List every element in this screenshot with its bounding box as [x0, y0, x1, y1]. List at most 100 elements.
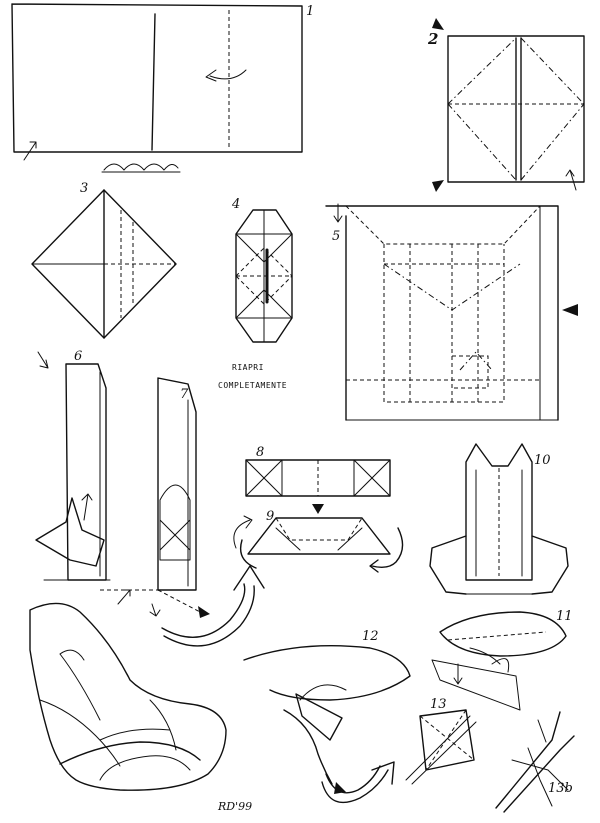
- arrow-head-icon: [371, 761, 395, 785]
- frog-body: [29, 602, 227, 791]
- turn-over-arrow-icon: [23, 141, 37, 161]
- step-number-13: 13: [430, 697, 447, 712]
- step-13b-toe: [527, 747, 553, 807]
- marker-triangle-icon: [198, 606, 210, 618]
- step-3: 3: [31, 181, 177, 339]
- marker-triangle-icon: [334, 782, 346, 794]
- down-arrow-icon: [149, 603, 161, 617]
- step-2-diagonal-fold-3: [520, 37, 585, 105]
- step-10-right-leg: [531, 535, 569, 595]
- curved-arrow-icon: [321, 769, 389, 804]
- curved-arrow-icon: [209, 69, 247, 80]
- step-number-10: 10: [534, 453, 551, 468]
- step-8-x-4: [353, 459, 391, 497]
- step-13b: 13b: [495, 711, 575, 813]
- frog-eye: [59, 649, 85, 661]
- finished-frog: [29, 602, 227, 791]
- down-triangle-icon: [312, 504, 324, 514]
- step-10-left-leg: [429, 535, 467, 595]
- step-7-fold-guide-2: [157, 589, 201, 613]
- step-9-fold: [275, 517, 363, 541]
- curved-arrow-icon: [233, 515, 253, 549]
- curved-arrow-icon: [371, 527, 404, 569]
- step-6: 6: [35, 349, 111, 581]
- step-number-5: 5: [332, 229, 340, 244]
- step-number-6: 6: [74, 349, 82, 364]
- frog-hind-leg-2: [99, 755, 191, 781]
- step-5-small-rect: [452, 355, 489, 389]
- step-13: 13: [405, 697, 477, 785]
- step-5-v-fold: [383, 263, 521, 311]
- step-13b-foot: [511, 759, 569, 791]
- step-11-crease: [469, 647, 501, 665]
- step-10-body: [465, 443, 533, 581]
- step-number-4: 4: [231, 197, 240, 212]
- up-arrow-icon: [81, 493, 93, 521]
- step-2-sheet-outline: [447, 35, 585, 183]
- curved-arrow-icon: [491, 658, 510, 673]
- turn-arrow-icon: [565, 169, 577, 191]
- arrow-head-icon: [205, 69, 217, 82]
- step-8: 8: [245, 445, 391, 497]
- step-9-side-1: [247, 517, 277, 555]
- step-7: 7: [100, 377, 210, 618]
- curved-arrow-icon-outline: [163, 585, 255, 647]
- step-2: 2: [427, 18, 585, 192]
- step-4-v-2: [235, 289, 293, 319]
- step-6-body: [65, 363, 107, 581]
- step-12-crease: [299, 684, 347, 701]
- step-11-body: [439, 611, 567, 657]
- step-5-outline-top-right: [325, 205, 559, 421]
- reopen-note-line-2: COMPLETAMENTE: [218, 381, 287, 390]
- arrow-head-icon: [233, 565, 265, 591]
- marker-triangle-icon: [432, 180, 444, 192]
- repeat-symbol-icon: [103, 163, 179, 171]
- step-4-inner-diamond: [235, 247, 293, 305]
- step-13-leg-2: [411, 721, 477, 785]
- curved-arrow-icon-outline: [325, 765, 381, 794]
- step-number-12: 12: [362, 629, 379, 644]
- step-2-diagonal-fold-4: [520, 103, 585, 181]
- frog-crease-1: [59, 653, 101, 721]
- step-number-1: 1: [306, 4, 314, 19]
- step-1: 1: [11, 3, 314, 173]
- step-12: 12: [243, 629, 411, 794]
- step-2-diagonal-fold-2: [447, 103, 517, 181]
- step-5-small-peak: [459, 351, 493, 371]
- frog-front-leg: [39, 699, 121, 767]
- step-number-9: 9: [266, 509, 274, 524]
- step-4-v-1: [235, 233, 293, 263]
- down-arrow-icon: [37, 351, 49, 369]
- step-4: 4 RIAPRI COMPLETAMENTE: [218, 197, 293, 390]
- step-12-leg: [283, 709, 333, 785]
- curved-arrow-icon: [161, 583, 246, 638]
- step-7-body: [157, 377, 197, 591]
- step-1-fold-line: [151, 13, 156, 151]
- step-13-leg-1: [405, 715, 471, 781]
- step-9: 9: [233, 509, 404, 573]
- step-number-13b: 13b: [548, 781, 573, 796]
- marker-triangle-icon: [432, 18, 444, 30]
- down-arrow-icon: [453, 663, 463, 685]
- arrow-head-icon: [369, 559, 379, 573]
- step-7-x-2: [159, 519, 191, 551]
- signature: RD'99: [217, 800, 252, 813]
- step-5-top-fold: [345, 205, 541, 245]
- step-9-inner-2: [337, 527, 363, 551]
- step-9-inner-1: [275, 527, 301, 551]
- frog-crease-2: [149, 699, 177, 751]
- step-1-sheet-outline: [11, 3, 303, 153]
- step-number-2: 2: [427, 30, 438, 48]
- step-13-diag-1: [419, 715, 475, 761]
- step-13-square: [419, 709, 475, 771]
- down-arrow-icon: [333, 203, 343, 223]
- step-number-3: 3: [80, 181, 88, 196]
- step-13b-tip: [537, 719, 547, 743]
- marker-triangle-icon: [562, 304, 578, 316]
- step-5: 5: [325, 203, 578, 421]
- step-12-flap: [295, 693, 343, 741]
- step-12-body: [243, 645, 411, 701]
- reopen-note-line-1: RIAPRI: [232, 363, 264, 372]
- step-11: 11: [431, 609, 573, 711]
